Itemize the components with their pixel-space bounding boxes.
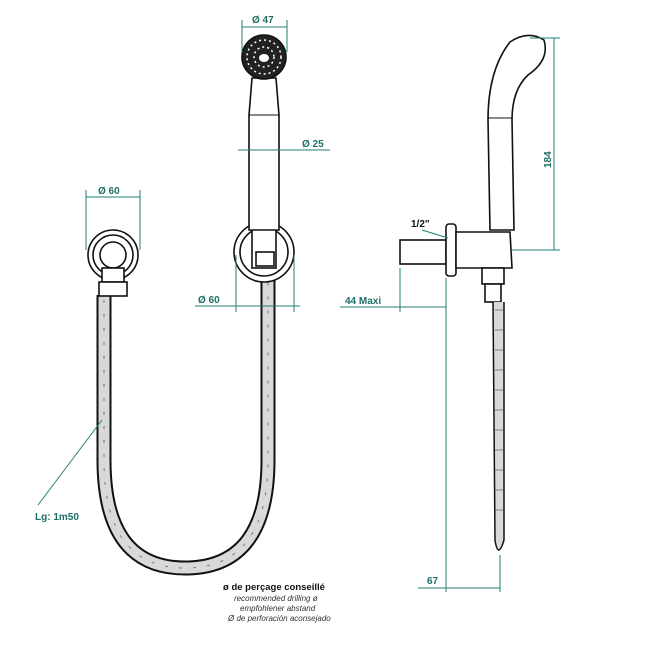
thread-label: 1/2"	[411, 219, 430, 230]
handshower-front	[241, 34, 287, 231]
side-view	[399, 34, 547, 551]
wall-bracket-diameter-label: Ø 60	[98, 186, 120, 197]
dimension-thread: 1/2"	[411, 219, 449, 239]
caption-de: empfohlener abstand	[240, 604, 316, 613]
dimension-handle: Ø 25	[238, 139, 330, 151]
head-diameter-label: Ø 47	[252, 15, 274, 26]
projection-label: 44 Maxi	[345, 296, 381, 307]
caption-fr: ø de perçage conseillé	[223, 582, 325, 593]
dimension-depth: 67	[418, 555, 501, 592]
handle-diameter-label: Ø 25	[302, 139, 324, 150]
dimension-holder: Ø 60	[195, 255, 300, 312]
dimension-head: Ø 47	[241, 15, 288, 52]
caption-en: recommended drilling ø	[234, 594, 318, 603]
height-label: 184	[543, 151, 554, 168]
dimension-wall-bracket: Ø 60	[85, 186, 141, 250]
hose-length-label: Lg: 1m50	[35, 512, 79, 523]
caption-es: Ø de perforación aconsejado	[227, 614, 331, 623]
shower-holder	[233, 221, 295, 283]
depth-label: 67	[427, 576, 439, 587]
caption: ø de perçage conseillé recommended drill…	[223, 582, 331, 623]
dimension-height: 184	[512, 37, 560, 251]
holder-diameter-label: Ø 60	[198, 295, 220, 306]
hose-front	[96, 268, 276, 576]
wall-bracket	[87, 229, 139, 297]
dimension-projection: 44 Maxi	[340, 268, 447, 592]
dimension-hose-length: Lg: 1m50	[35, 419, 103, 523]
